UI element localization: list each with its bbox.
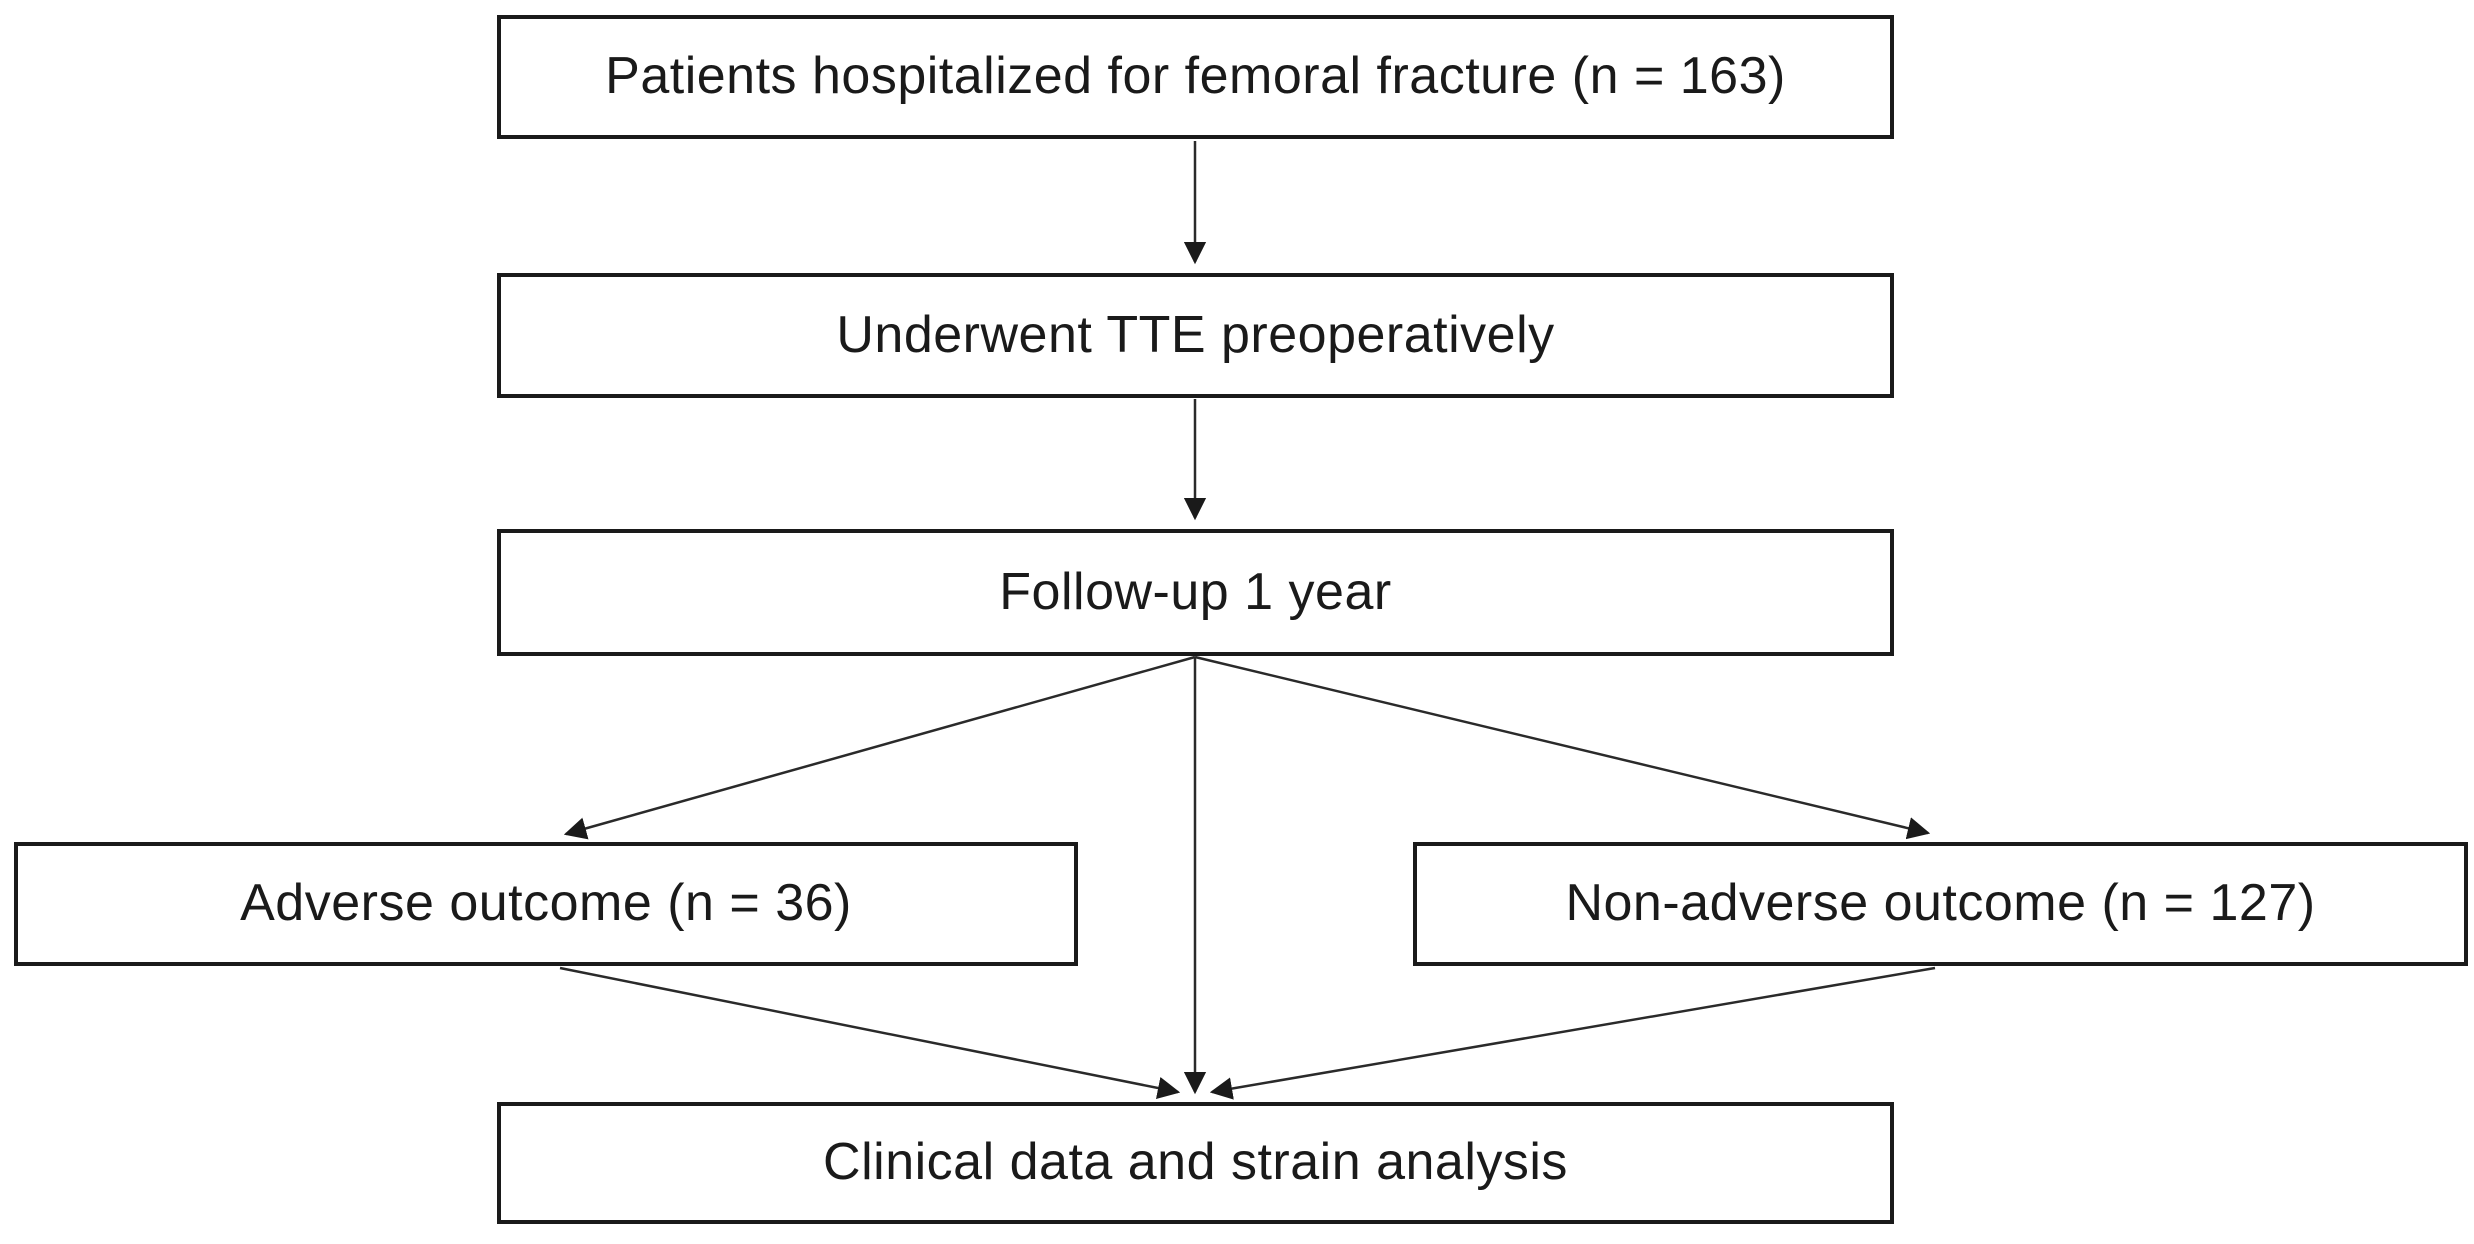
arrow-adverse-to-analysis [559, 966, 1181, 1100]
node-tte-label: Underwent TTE preoperatively [836, 305, 1555, 364]
node-analysis: Clinical data and strain analysis [497, 1102, 1894, 1224]
node-patients: Patients hospitalized for femoral fractu… [497, 15, 1894, 139]
node-analysis-label: Clinical data and strain analysis [823, 1133, 1568, 1192]
node-adverse-outcome: Adverse outcome (n = 36) [14, 842, 1078, 966]
node-nonadverse-outcome: Non-adverse outcome (n = 127) [1413, 842, 2468, 966]
arrow-nonadverse-to-analysis [1209, 966, 1936, 1100]
node-patients-label: Patients hospitalized for femoral fractu… [605, 47, 1786, 106]
node-followup-label: Follow-up 1 year [999, 562, 1392, 621]
node-tte: Underwent TTE preoperatively [497, 273, 1894, 398]
node-nonadverse-outcome-label: Non-adverse outcome (n = 127) [1565, 874, 2316, 933]
arrow-followup-to-nonadverse [1194, 655, 1931, 840]
node-adverse-outcome-label: Adverse outcome (n = 36) [240, 874, 852, 933]
node-followup: Follow-up 1 year [497, 529, 1894, 656]
arrow-followup-to-adverse [563, 655, 1196, 840]
